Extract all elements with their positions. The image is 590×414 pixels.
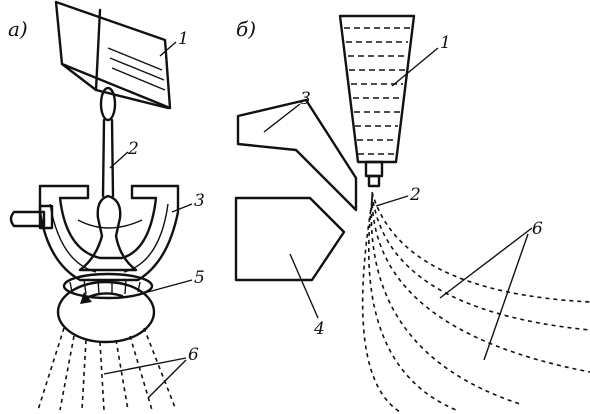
- leaders-a: [103, 41, 193, 399]
- label-a-3: 3: [194, 191, 205, 211]
- spray-jets-a: [37, 327, 177, 411]
- panel-label-a: а): [8, 17, 28, 41]
- label-b-3: 3: [300, 89, 311, 109]
- deflector-plate-b: [236, 98, 358, 212]
- label-b-2: 2: [409, 185, 421, 205]
- label-b-1: 1: [440, 33, 451, 53]
- label-a-6: 6: [188, 345, 199, 365]
- spray-jets-b: [361, 191, 590, 413]
- label-a-1: 1: [178, 29, 189, 49]
- label-b-6: 6: [532, 219, 543, 239]
- rotor-a: [78, 194, 138, 272]
- feed-block-a: [54, 0, 172, 110]
- housing-cup-a: [9, 184, 180, 282]
- panel-label-b: б): [236, 17, 256, 41]
- label-a-2: 2: [127, 139, 139, 159]
- block-b: [234, 196, 346, 282]
- label-a-5: 5: [194, 268, 205, 288]
- rotary-cup-a: [56, 272, 156, 344]
- leaders-b: [263, 47, 533, 361]
- feed-tube-a: [99, 86, 117, 198]
- label-b-4: 4: [313, 319, 325, 339]
- reservoir-b: [338, 14, 416, 188]
